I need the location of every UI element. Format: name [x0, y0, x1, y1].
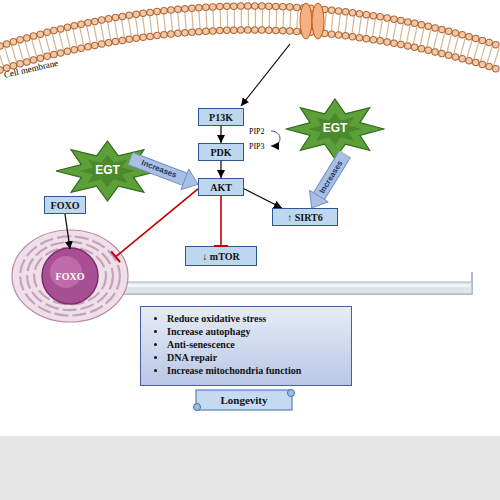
outcome-list: Reduce oxidative stressIncrease autophag… [155, 312, 345, 377]
node-text: AKT [210, 182, 232, 193]
reticulum-fold [27, 242, 113, 310]
reticulum-shape [12, 230, 128, 322]
effect-box: ↑ SIRT6 [272, 208, 338, 226]
conversion-arrow [271, 131, 280, 146]
node-text: P13K [209, 112, 233, 123]
activation-arrow [221, 161, 222, 178]
reticulum-fold [20, 236, 120, 315]
factor-box: FOXO [44, 196, 86, 214]
compound-star: EGT [285, 98, 385, 160]
scroll-curl [194, 404, 201, 411]
signal-arrow [241, 44, 290, 106]
nucleus-shape: FOXO [10, 228, 130, 324]
outcome-item: Increase mitochondria function [167, 364, 345, 377]
membrane-protein [300, 3, 312, 39]
node-text: ↓ mTOR [202, 251, 239, 262]
lipid-heads [0, 6, 500, 46]
outcome-item: DNA repair [167, 351, 345, 364]
effect-box: ↓ mTOR [185, 246, 257, 266]
kinase-box: P13K [198, 108, 244, 126]
star-core [79, 155, 136, 188]
outcome-item: Anti-senescence [167, 338, 345, 351]
lipid-head-outline [0, 30, 500, 70]
increase-arrow [310, 154, 345, 208]
membrane-protein [312, 3, 324, 39]
nucleus-body [42, 248, 98, 304]
lipid-head-outline [0, 6, 500, 46]
bottom-band [0, 436, 500, 500]
outcome-box: Reduce oxidative stressIncrease autophag… [140, 306, 352, 386]
result-scroll: Longevity [192, 388, 296, 412]
node-text: EGT [323, 122, 348, 135]
lipid-label: PIP3 [249, 142, 265, 151]
lipid-label: PIP2 [249, 127, 265, 136]
arrow-line [244, 189, 282, 208]
lipid-heads [0, 30, 500, 70]
arrow-line [220, 126, 221, 143]
node-text: FOXO [51, 200, 80, 211]
scroll-curl [288, 390, 295, 397]
star-shape [56, 141, 159, 201]
reticulum-fold [34, 247, 106, 304]
edge-label: Increases [317, 158, 344, 194]
arrow-line [220, 161, 221, 178]
inhibition-line [220, 196, 222, 246]
star-core [308, 113, 362, 146]
outcome-item: Reduce oxidative stress [167, 312, 345, 325]
inhibition-connector [214, 196, 228, 246]
node-text: Longevity [220, 394, 267, 406]
compound-star: EGT [55, 140, 160, 202]
node-text: PDK [210, 147, 231, 158]
node-text: FOXO [56, 271, 85, 282]
star-shape [286, 99, 384, 159]
node-text: EGT [95, 164, 120, 177]
kinase-box: AKT [198, 178, 244, 196]
node-text: ↑ SIRT6 [287, 212, 323, 223]
outcome-item: Increase autophagy [167, 325, 345, 338]
scroll-body [196, 390, 292, 410]
kinase-box: PDK [198, 143, 244, 161]
activation-arrow [221, 126, 222, 143]
activation-arrow [244, 189, 282, 208]
arrow-head [181, 169, 198, 190]
